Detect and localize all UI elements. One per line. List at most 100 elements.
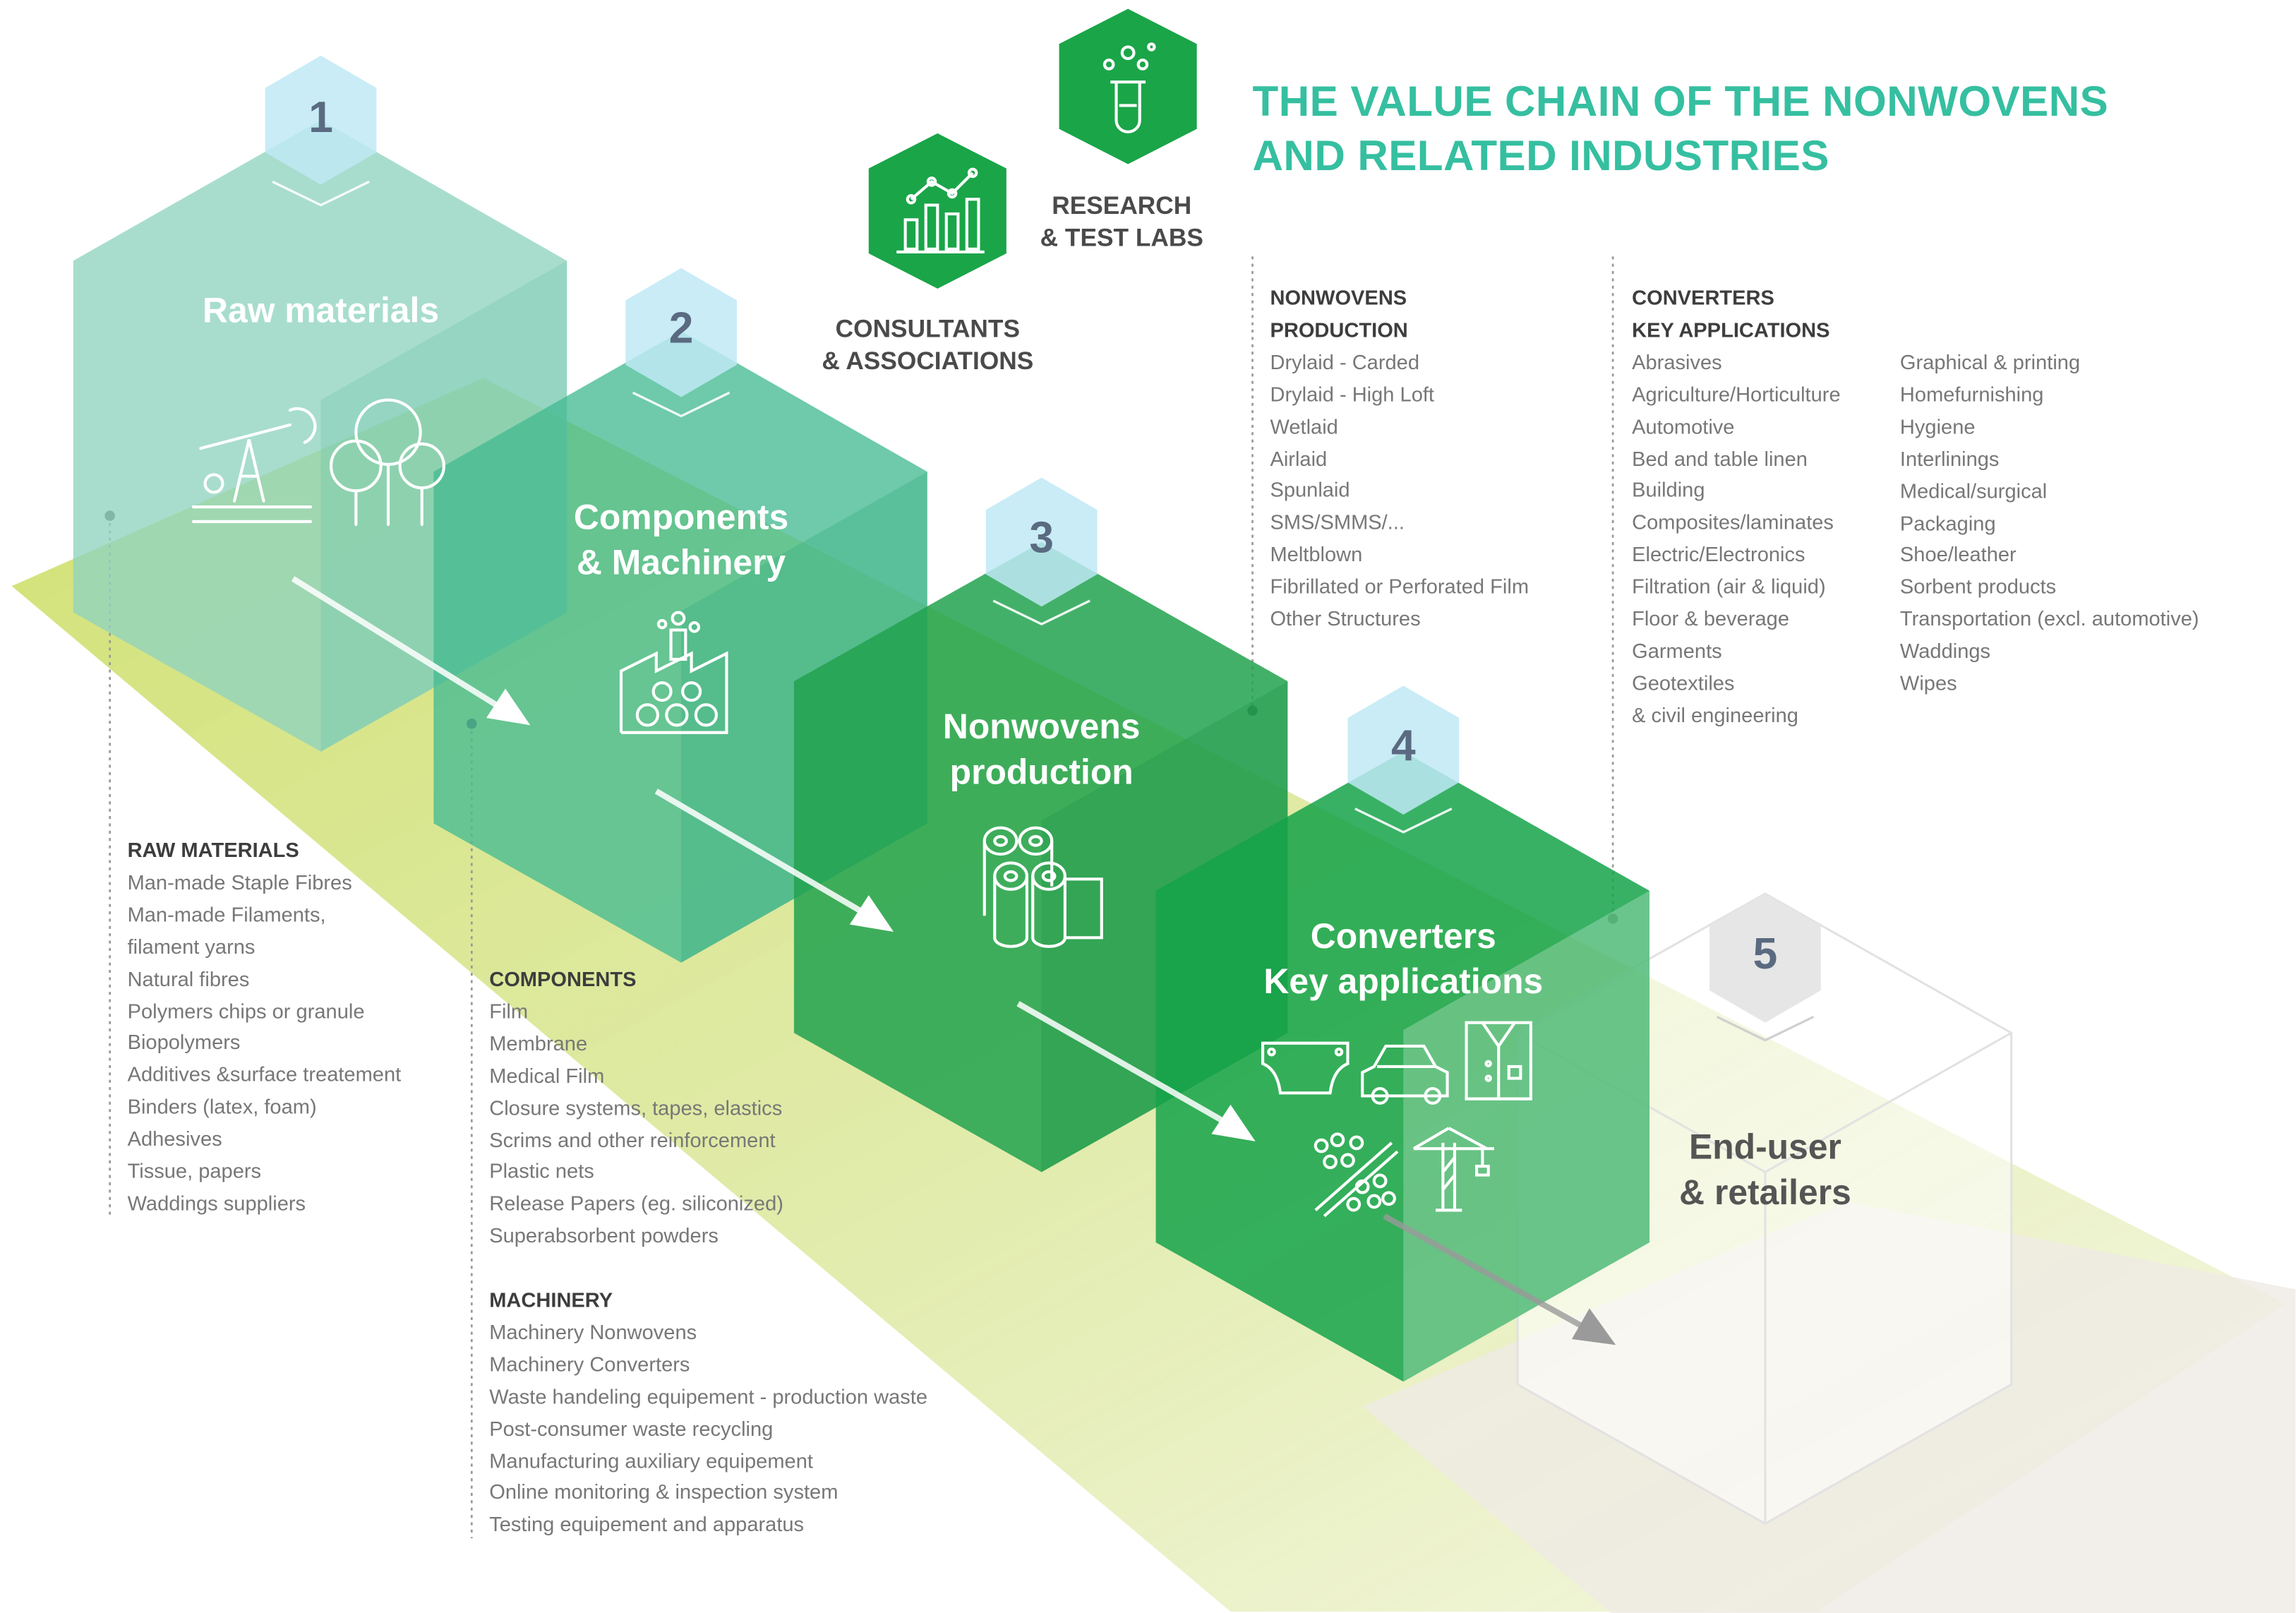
stage-5-label-line-2: & retailers [1679, 1173, 1851, 1213]
research-label-line-2: & TEST LABS [1040, 224, 1203, 252]
raw-materials-heading: RAW MATERIALS [127, 838, 299, 862]
list-item: Abrasives [1632, 349, 1722, 373]
chevron-down-icon [632, 391, 731, 418]
stage-4-label: Converters Key applications [1263, 914, 1543, 1005]
machinery-heading: MACHINERY [489, 1288, 613, 1312]
shirt-icon [1465, 1021, 1532, 1101]
list-item: Agriculture/Horticulture [1632, 382, 1841, 406]
flow-arrow-3 [1016, 1001, 1256, 1141]
list-item: Film [489, 999, 529, 1023]
number-hex-4 [1347, 685, 1460, 815]
stage-1-number: 1 [308, 93, 333, 143]
chevron-down-icon [1716, 1015, 1815, 1042]
list-item: Meltblown [1270, 542, 1363, 566]
nonwovens-heading-line-2: PRODUCTION [1270, 318, 1408, 342]
machinery-list: MACHINERY Machinery Nonwovens Machinery … [489, 1285, 927, 1542]
consultants-label: CONSULTANTS & ASSOCIATIONS [822, 313, 1033, 378]
list-item: Adhesives [127, 1127, 222, 1151]
stage-4-number: 4 [1391, 722, 1416, 771]
list-item: & civil engineering [1632, 702, 1798, 726]
stage-3-label-line-1: Nonwovens [942, 707, 1141, 748]
list-item: Man-made Filaments, [127, 902, 326, 926]
rolls-icon [982, 826, 1103, 948]
list-item: Garments [1632, 638, 1722, 663]
factory-icon [619, 611, 728, 734]
list-item: Release Papers (eg. siliconized) [489, 1192, 783, 1216]
list-item: Electric/Electronics [1632, 542, 1805, 566]
car-icon [1361, 1044, 1449, 1105]
list-item: Post-consumer waste recycling [489, 1416, 774, 1440]
flow-arrow-1 [291, 576, 531, 726]
list-item: Additives &surface treatement [127, 1062, 402, 1086]
stage-5-label-line-1: End-user [1689, 1128, 1841, 1168]
stage-2-label-line-1: Components [573, 498, 789, 538]
consultants-label-line-1: CONSULTANTS [835, 315, 1021, 343]
stage-1-label: Raw materials [203, 289, 439, 334]
chart-icon [896, 167, 985, 254]
number-hex-2 [625, 268, 737, 397]
converters-list-col-2: Graphical & printing Homefurnishing Hygi… [1900, 347, 2199, 700]
list-item: Composites/laminates [1632, 510, 1834, 534]
stage-1-label-line-1: Raw materials [203, 292, 440, 332]
stage-5-number: 5 [1753, 930, 1778, 979]
list-item: Geotextiles [1632, 671, 1735, 695]
number-hex-1 [265, 55, 377, 185]
title-line-2: AND RELATED INDUSTRIES [1252, 133, 1829, 181]
stage-4-label-line-1: Converters [1310, 917, 1496, 957]
research-label: RESEARCH & TEST LABS [1040, 191, 1203, 255]
chevron-down-icon [272, 180, 370, 207]
list-item: Membrane [489, 1031, 588, 1055]
list-item: Hygiene [1899, 414, 1976, 438]
applications-icon [1261, 1021, 1532, 1218]
list-item: Machinery Converters [489, 1352, 690, 1376]
research-badge [1059, 8, 1197, 164]
list-item: Binders (latex, foam) [127, 1094, 317, 1119]
list-item: Man-made Staple Fibres [127, 870, 352, 894]
list-item: Building [1632, 478, 1705, 502]
list-item: Drylaid - Carded [1270, 349, 1420, 373]
list-item: Natural fibres [127, 966, 250, 990]
list-item: Drylaid - High Loft [1270, 382, 1435, 406]
components-list: COMPONENTS Film Membrane Medical Film Cl… [489, 964, 783, 1253]
list-item: Floor & beverage [1632, 606, 1790, 630]
consultants-badge [868, 133, 1006, 289]
list-item: Homefurnishing [1899, 382, 2044, 406]
list-item: Other Structures [1270, 606, 1421, 630]
list-item: Waddings [1899, 639, 1991, 663]
components-heading: COMPONENTS [489, 966, 637, 991]
stage-4-label-line-2: Key applications [1263, 962, 1544, 1002]
list-item: Graphical & printing [1899, 350, 2081, 374]
list-item: filament yarns [127, 934, 256, 958]
number-hex-5 [1709, 894, 1821, 1023]
list-item: Bed and table linen [1632, 446, 1808, 470]
test-tube-icon [1102, 42, 1156, 133]
list-item: Automotive [1632, 414, 1735, 438]
number-hex-3 [985, 477, 1098, 607]
list-item: Spunlaid [1270, 478, 1350, 502]
list-item: Plastic nets [489, 1159, 594, 1183]
converters-heading-line-2: KEY APPLICATIONS [1632, 318, 1830, 342]
crane-icon [1412, 1127, 1495, 1212]
list-item: Filtration (air & liquid) [1632, 574, 1826, 599]
raw-materials-list: RAW MATERIALS Man-made Staple Fibres Man… [128, 835, 402, 1221]
converters-list-col-1: CONVERTERS KEY APPLICATIONS Abrasives Ag… [1632, 283, 1841, 733]
flow-arrow-4 [1383, 1213, 1616, 1345]
list-item: Online monitoring & inspection system [489, 1480, 839, 1504]
list-item: Medical Film [489, 1063, 605, 1087]
stage-3-label-line-2: production [949, 752, 1134, 793]
stage-5-label: End-user & retailers [1679, 1125, 1851, 1216]
list-item: Waddings suppliers [127, 1191, 306, 1215]
list-item: Wipes [1899, 671, 1957, 695]
list-item: Airlaid [1270, 446, 1328, 470]
list-item: SMS/SMMS/... [1270, 510, 1405, 534]
converters-heading-line-1: CONVERTERS [1632, 285, 1774, 309]
list-item: Medical/surgical [1899, 478, 2048, 503]
nonwovens-heading-line-1: NONWOVENS [1270, 285, 1407, 309]
flow-arrow-2 [654, 788, 894, 933]
list-item: Machinery Nonwovens [489, 1319, 697, 1344]
list-item: Shoe/leather [1899, 542, 2016, 567]
list-item: Closure systems, tapes, elastics [489, 1095, 783, 1119]
stage-2-label: Components & Machinery [574, 496, 788, 587]
list-item: Packaging [1899, 510, 1996, 534]
